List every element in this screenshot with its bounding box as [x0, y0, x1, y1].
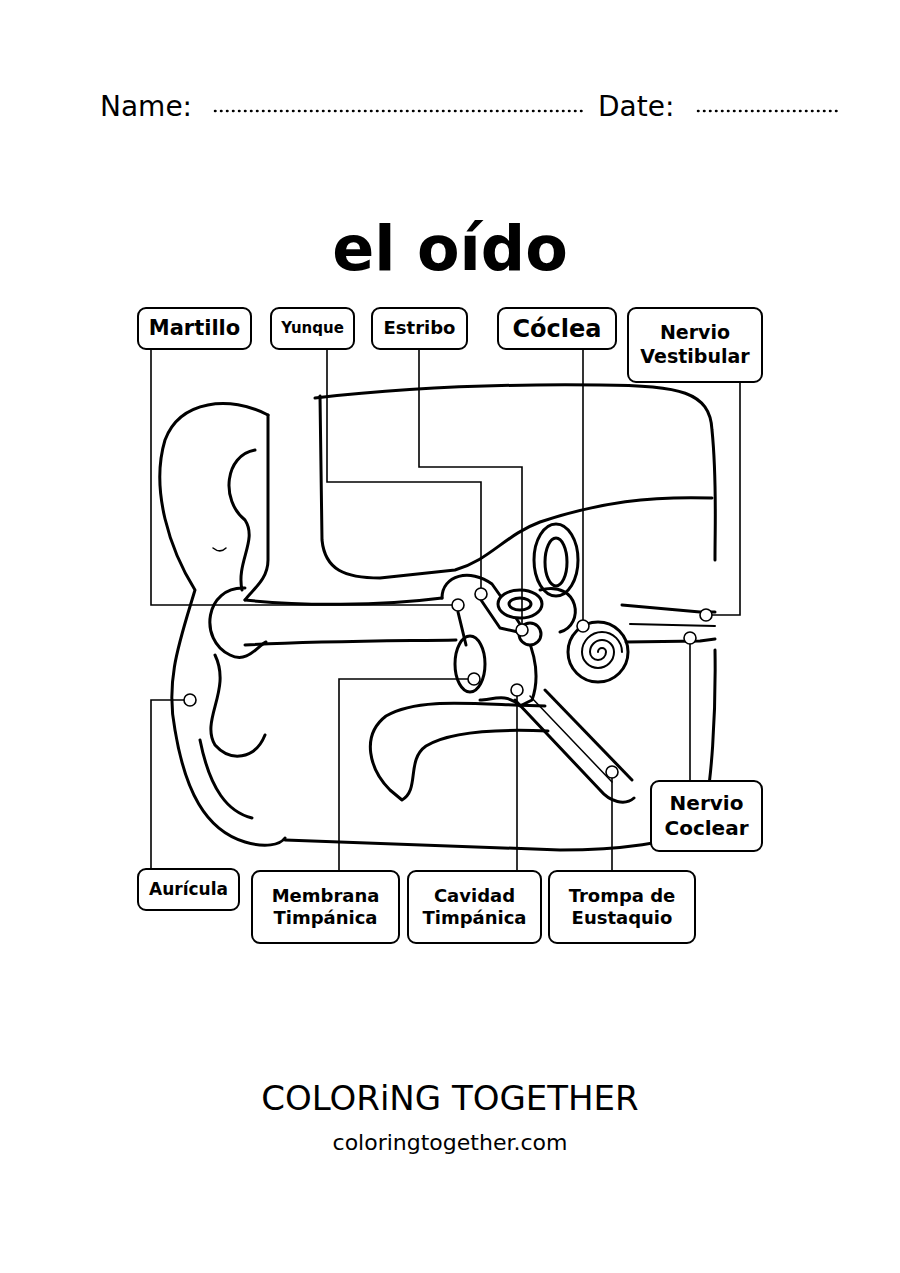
ear-canal — [245, 598, 442, 604]
eustachian-tube — [515, 700, 634, 802]
leader-dot — [452, 599, 464, 611]
write-in-lines — [215, 111, 840, 112]
part-name: Estribo — [384, 317, 456, 340]
eustachian-tube — [530, 696, 612, 782]
leader-dot — [516, 624, 528, 636]
label-box: Cóclea — [497, 307, 617, 350]
leader-line — [706, 382, 740, 615]
leader-line — [327, 349, 481, 594]
part-name: Martillo — [149, 315, 241, 341]
name-dotted-line — [215, 110, 585, 113]
semicircular-canal — [498, 590, 542, 618]
leader-line — [689, 638, 691, 780]
ear-canal — [245, 640, 456, 645]
leader-line — [151, 700, 190, 868]
leader-dot — [468, 673, 480, 685]
lobe-fold — [200, 740, 252, 818]
nerve — [626, 639, 715, 642]
part-name: Nervio Coclear — [656, 791, 757, 841]
auricle-outline — [160, 404, 285, 846]
semicircular-canal — [540, 589, 575, 632]
label-box: Aurícula — [137, 868, 240, 911]
ear-detail — [213, 548, 226, 551]
part-name: Nervio Vestibular — [633, 321, 757, 369]
cochlea-outline — [568, 622, 628, 682]
label-box: Membrana Timpánica — [251, 870, 400, 944]
ear-drawing — [160, 385, 716, 850]
label-box: Yunque — [270, 307, 355, 350]
leader-line — [516, 690, 518, 870]
leader-dot — [606, 766, 618, 778]
leader-dot — [184, 694, 196, 706]
part-name: Membrana Timpánica — [257, 885, 394, 930]
cochlea-spiral — [582, 632, 622, 668]
part-name: Aurícula — [149, 879, 228, 900]
form-field-label: Date: — [598, 90, 674, 124]
leader-line — [582, 349, 584, 626]
part-name: Yunque — [281, 319, 344, 338]
antihelix — [229, 450, 255, 590]
leader-dot — [577, 620, 589, 632]
jaw-shape — [370, 703, 548, 800]
tragus — [211, 655, 265, 756]
website-url: coloringtogether.com — [0, 1130, 900, 1156]
page-title: el oído — [0, 212, 900, 286]
leader-line — [339, 679, 474, 870]
semicircular-canal — [534, 524, 578, 596]
part-name: Cóclea — [512, 314, 601, 344]
temporal-bone — [320, 396, 712, 578]
leader-dot — [475, 588, 487, 600]
leader-dot — [684, 632, 696, 644]
label-box: Trompa de Eustaquio — [548, 870, 696, 944]
leader-dot — [700, 609, 712, 621]
leader-line — [151, 349, 458, 605]
part-name: Cavidad Timpánica — [413, 885, 536, 930]
cartilage-band — [245, 415, 268, 600]
brand-logo-text: COLORiNG TOGETHER — [0, 1078, 900, 1119]
malleus-handle — [458, 612, 466, 645]
semicircular-canal — [545, 538, 567, 586]
label-box: Cavidad Timpánica — [407, 870, 542, 944]
leader-line — [419, 349, 522, 630]
leader-dots — [184, 588, 712, 778]
leader-dot — [511, 684, 523, 696]
eustachian-tube — [545, 690, 632, 780]
date-dotted-line — [698, 110, 840, 113]
form-field-label: Name: — [100, 90, 192, 124]
part-name: Trompa de Eustaquio — [554, 885, 690, 930]
semicircular-canal — [509, 598, 531, 610]
leader-line — [611, 772, 613, 870]
concha — [210, 588, 266, 657]
label-box: Martillo — [137, 307, 252, 350]
label-box: Estribo — [371, 307, 468, 350]
nerve — [630, 624, 715, 626]
label-box: Nervio Coclear — [650, 780, 763, 852]
eardrum — [455, 636, 485, 692]
label-box: Nervio Vestibular — [627, 307, 763, 383]
